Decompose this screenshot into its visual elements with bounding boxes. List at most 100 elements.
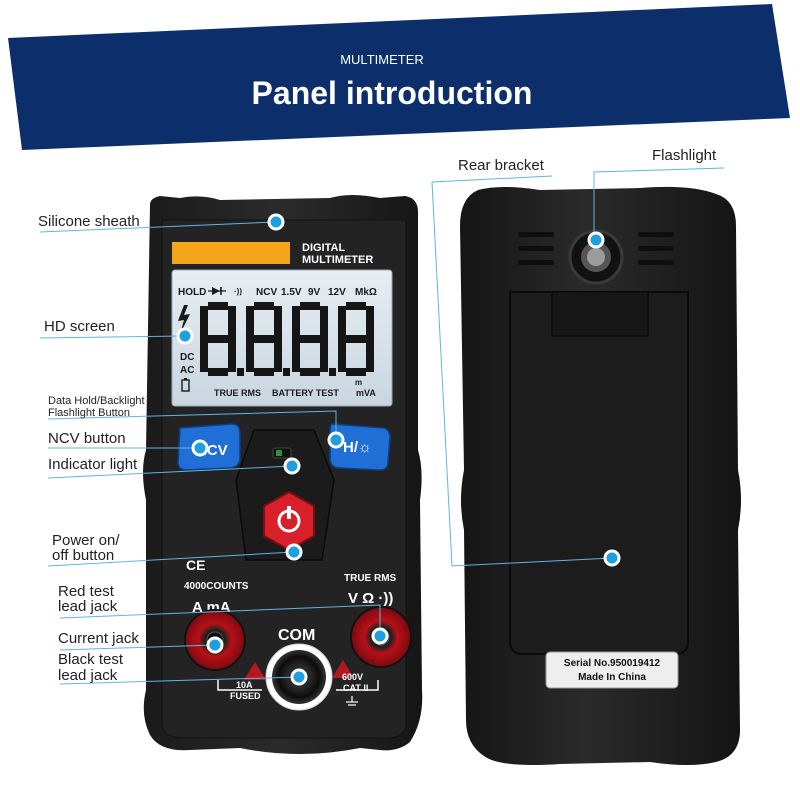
made-in: Made In China xyxy=(578,672,646,683)
dot-power-button xyxy=(285,543,303,561)
lcd-ac: AC xyxy=(180,365,194,376)
lcd-segment xyxy=(346,302,366,310)
lcd-segment xyxy=(292,306,300,339)
orange-strip xyxy=(172,242,290,264)
lcd-segment xyxy=(208,335,228,343)
lcd-mkohm: MkΩ xyxy=(355,287,377,298)
lcd-segment xyxy=(366,339,374,372)
hd-screen: HOLD ·)) NCV 1.5V 9V 12V MkΩ DC AC TRUE … xyxy=(171,269,393,407)
label-data-hold-line2: Flashlight Button xyxy=(48,407,130,419)
fused-line2: FUSED xyxy=(230,691,261,701)
lcd-segment xyxy=(246,306,254,339)
ncv-button[interactable]: NCV xyxy=(177,423,241,471)
high-voltage-icon xyxy=(178,305,190,334)
ground-icon xyxy=(346,696,358,706)
label-black-jack-line2: lead jack xyxy=(58,667,118,684)
lcd-segment xyxy=(254,302,274,310)
lcd-digits xyxy=(200,302,374,376)
fused-line1: 10A xyxy=(236,680,253,690)
label-data-hold-line1: Data Hold/Backlight xyxy=(48,395,145,407)
banner-background xyxy=(8,4,790,150)
lcd-segment xyxy=(208,302,228,310)
lcd-segment xyxy=(300,335,320,343)
dot-red-jack xyxy=(371,627,389,645)
lcd-segment xyxy=(346,335,366,343)
lcd-segment xyxy=(254,335,274,343)
dot-black-jack xyxy=(290,668,308,686)
lcd-segment xyxy=(320,306,328,339)
true-rms-label: TRUE RMS xyxy=(344,573,397,584)
lcd-segment xyxy=(274,306,282,339)
lcd-9v: 9V xyxy=(308,287,321,298)
lcd-ncv: NCV xyxy=(256,287,277,298)
lcd-segment xyxy=(200,339,208,372)
front-multimeter: DIGITAL MULTIMETER HOLD ·)) NCV 1.5V 9V … xyxy=(143,195,423,754)
warning-icon-left xyxy=(244,662,266,680)
continuity-icon: ·)) xyxy=(234,287,242,296)
label-indicator-light: Indicator light xyxy=(48,456,138,473)
dot-silicone-sheath xyxy=(267,213,285,231)
lcd-1-5v: 1.5V xyxy=(281,287,302,298)
counts-label: 4000COUNTS xyxy=(184,581,249,592)
callout-lines xyxy=(39,167,725,685)
lcd-hold: HOLD xyxy=(178,287,206,298)
callout-labels: Silicone sheath HD screen Data Hold/Back… xyxy=(38,147,717,684)
dot-hd-screen xyxy=(176,327,194,345)
lcd-segment xyxy=(228,339,236,372)
lcd-decimal-point xyxy=(329,368,336,376)
lcd-unit-prefix: m xyxy=(355,378,362,387)
lcd-decimal-point xyxy=(283,368,290,376)
lcd-unit: mVA xyxy=(356,388,376,398)
label-current-jack: Current jack xyxy=(58,630,139,647)
com-label: COM xyxy=(278,627,315,644)
label-red-jack-line2: lead jack xyxy=(58,598,118,615)
battery-icon xyxy=(181,378,190,392)
dot-flashlight xyxy=(587,231,605,249)
lcd-segment xyxy=(346,368,366,376)
lcd-segment xyxy=(274,339,282,372)
banner-subtitle: MULTIMETER xyxy=(340,52,424,67)
dot-hold-button xyxy=(327,431,345,449)
jack-bracket-line xyxy=(217,680,379,691)
lcd-segment xyxy=(338,339,346,372)
lcd-segment xyxy=(338,306,346,339)
hold-backlight-flashlight-button[interactable]: H/☼ xyxy=(329,423,391,471)
lcd-battery-test: BATTERY TEST xyxy=(272,388,339,398)
flashlight-lens xyxy=(568,229,624,285)
label-hd-screen: HD screen xyxy=(44,318,115,335)
v-ohm-label: V Ω ·)) xyxy=(348,590,393,607)
label-flashlight: Flashlight xyxy=(652,147,717,164)
cat-line1: 600V xyxy=(342,672,363,682)
label-power-line1: Power on/ xyxy=(52,532,120,549)
banner-title: Panel introduction xyxy=(252,75,533,111)
label-power-line2: off button xyxy=(52,547,114,564)
label-red-jack-line1: Red test xyxy=(58,583,115,600)
lcd-segment xyxy=(300,302,320,310)
label-rear-bracket: Rear bracket xyxy=(458,157,545,174)
lcd-segment xyxy=(254,368,274,376)
lcd-segment xyxy=(246,339,254,372)
banner: MULTIMETER Panel introduction xyxy=(8,4,790,150)
callout-dots xyxy=(176,213,621,686)
label-black-jack-line1: Black test xyxy=(58,651,124,668)
power-button[interactable] xyxy=(263,490,315,552)
lcd-segment xyxy=(366,306,374,339)
rear-bracket xyxy=(509,291,689,655)
dot-indicator-light xyxy=(283,457,301,475)
warning-icon-right xyxy=(332,660,354,678)
brand-line1: DIGITAL xyxy=(302,242,345,254)
indicator-led xyxy=(276,450,282,456)
diode-icon xyxy=(208,287,226,295)
serial-number: Serial No.950019412 xyxy=(564,658,661,669)
bracket-hinge xyxy=(551,291,649,337)
lcd-segment xyxy=(300,368,320,376)
brand-line2: MULTIMETER xyxy=(302,254,373,266)
dot-ncv-button xyxy=(191,439,209,457)
dot-rear-bracket xyxy=(603,549,621,567)
cat-line2: CAT II xyxy=(343,683,368,693)
rear-vents xyxy=(518,232,674,265)
lcd-12v: 12V xyxy=(328,287,346,298)
lcd-segment xyxy=(228,306,236,339)
serial-label: Serial No.950019412 Made In China xyxy=(545,651,679,689)
